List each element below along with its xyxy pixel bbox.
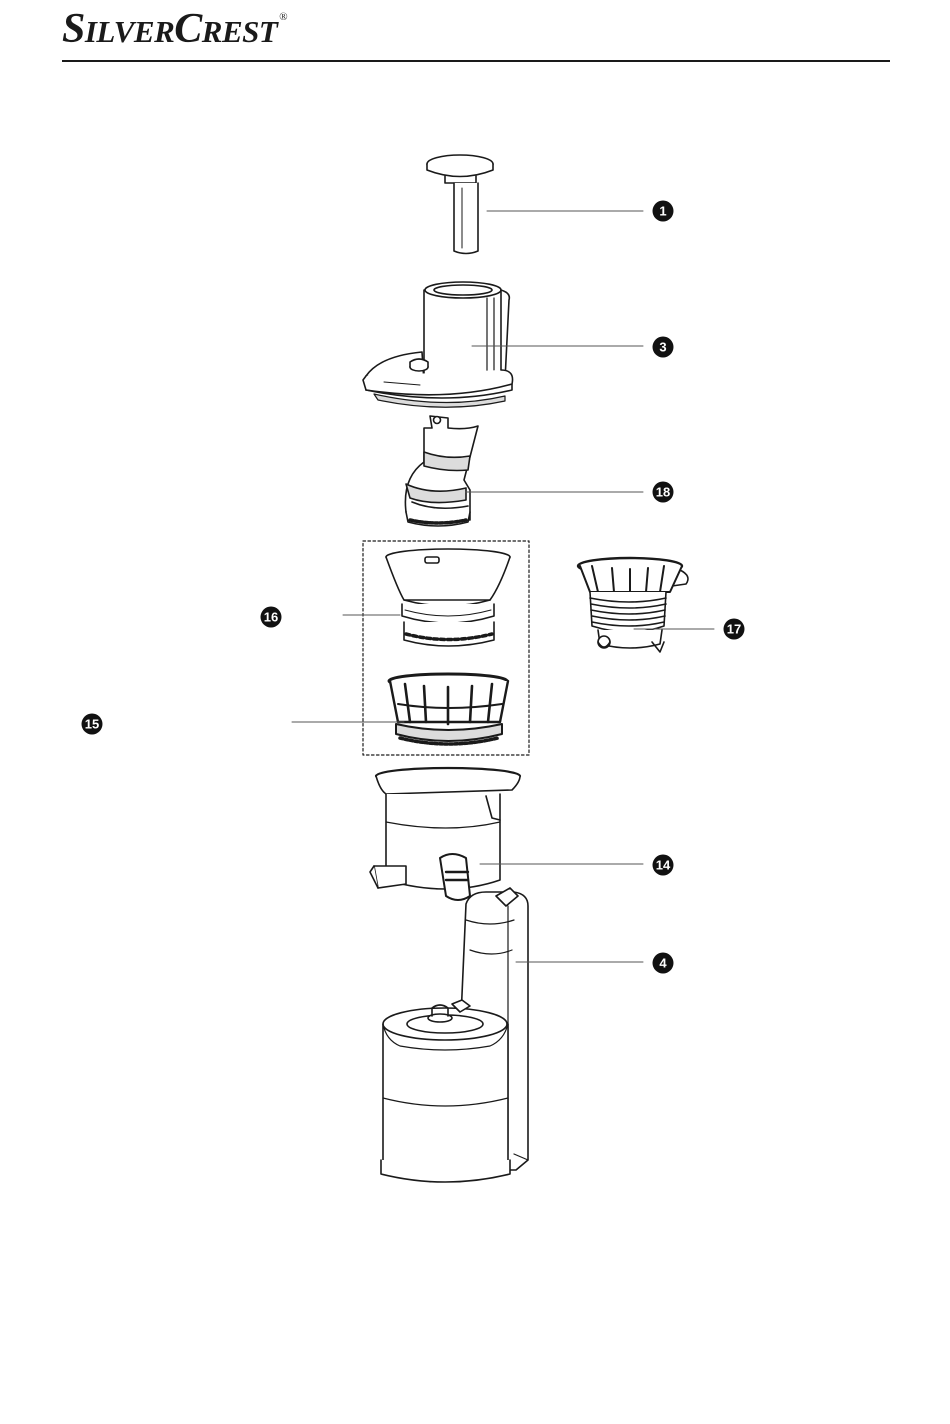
callout-15: 15 bbox=[82, 714, 103, 735]
callout-17-number: 17 bbox=[727, 622, 741, 637]
callout-14: 14 bbox=[653, 855, 674, 876]
callout-3: 3 bbox=[653, 337, 674, 358]
callout-3-number: 3 bbox=[659, 340, 666, 355]
callout-15-number: 15 bbox=[85, 717, 99, 732]
callout-1-number: 1 bbox=[659, 204, 666, 219]
brush-holder-part bbox=[389, 674, 508, 744]
callout-1: 1 bbox=[653, 201, 674, 222]
callout-4-number: 4 bbox=[659, 956, 667, 971]
callout-14-number: 14 bbox=[656, 858, 671, 873]
juice-container-part bbox=[370, 768, 520, 900]
fine-sieve-part bbox=[386, 549, 510, 646]
callout-4: 4 bbox=[653, 953, 674, 974]
callout-18: 18 bbox=[653, 482, 674, 503]
sieve-holder-part bbox=[578, 558, 688, 652]
lid-part bbox=[363, 282, 513, 407]
motor-base-part bbox=[381, 888, 528, 1182]
juicing-screw-part bbox=[405, 416, 478, 526]
pusher-part bbox=[427, 155, 493, 254]
callout-16-number: 16 bbox=[264, 610, 278, 625]
callout-17: 17 bbox=[724, 619, 745, 640]
callout-16: 16 bbox=[261, 607, 282, 628]
callout-18-number: 18 bbox=[656, 485, 670, 500]
